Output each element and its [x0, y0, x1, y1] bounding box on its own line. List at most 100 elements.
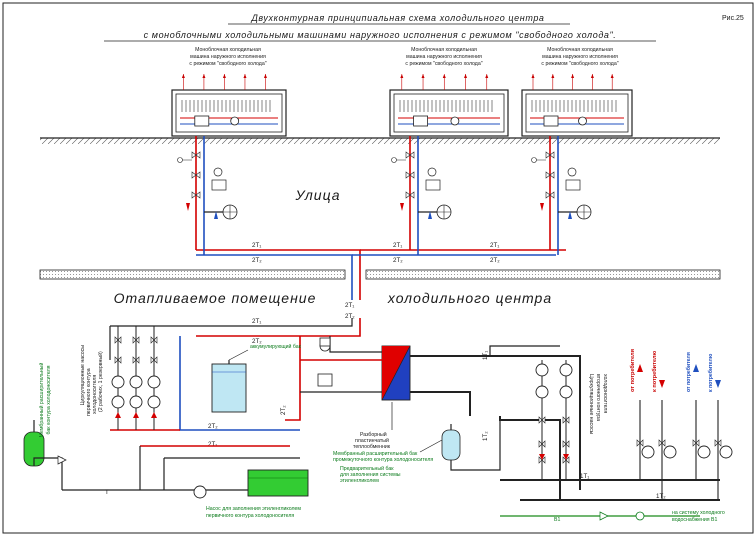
accumulating-tank	[211, 349, 249, 413]
valve-cross	[437, 205, 451, 219]
indoor-primary-pipes: 2Т₁ 2Т₂ 2Т₂ 2Т₁ 2Т₂	[109, 318, 361, 448]
right-col-label-3: от потребителя	[685, 352, 692, 392]
pump-motor-icon	[211, 179, 227, 191]
flow-arrow-icon	[693, 364, 699, 372]
fan-arrow-icon	[551, 74, 555, 78]
chiller-drop-3	[531, 136, 592, 255]
pipe-label-t2-riser: 2Т₂	[345, 313, 355, 320]
valve-icon	[191, 151, 201, 159]
unit-3-line-1: Моноблочная холодильная	[547, 47, 613, 53]
valve-icon	[562, 440, 570, 448]
fan-arrow-icon	[485, 74, 489, 78]
unit-1-line-3: с режимом "свободного холода"	[189, 61, 266, 67]
compressor-icon	[578, 116, 587, 126]
pipe-label-t1-b: 2Т₁	[393, 242, 402, 249]
pipe-label-1t1: 1Т₁	[580, 473, 589, 480]
membrane-left-line-1: Мембранный расширительный	[38, 363, 45, 438]
valve-icon	[714, 439, 722, 447]
pipe-label-t2-b: 2Т₂	[393, 257, 403, 264]
gauge-icon	[427, 167, 437, 177]
pipe-label-t: Т	[105, 489, 109, 496]
glycol-fill-system: Т	[62, 446, 309, 499]
chiller-inner-frame	[393, 93, 505, 133]
thermometer-icon	[177, 157, 183, 163]
indoor-supply-header	[196, 318, 361, 337]
pipe-label-t1-lower: 2Т₁	[208, 441, 217, 448]
pump-icon	[147, 395, 161, 409]
pipe-label-t2-lower: 2Т₂	[208, 423, 218, 430]
chiller-casing	[171, 89, 287, 137]
pipe-label-t1-a: 2Т₁	[252, 242, 261, 249]
fan-arrow-icon	[421, 74, 425, 78]
valve-icon	[545, 191, 555, 199]
secondary-pump-1	[535, 360, 549, 480]
roof-slab	[40, 138, 720, 144]
pump-icon	[535, 363, 549, 377]
cws-label-line-1: на систему холодного	[672, 510, 725, 516]
gauge-icon	[213, 167, 223, 177]
pump-motor-icon	[425, 179, 441, 191]
flow-arrow-icon	[637, 364, 643, 372]
fan-arrow-icon	[590, 74, 594, 78]
check-valve-cws-icon	[599, 511, 609, 521]
zone-outdoor-label: Улица	[294, 187, 340, 203]
fan-arrow-icon	[222, 74, 226, 78]
fan-arrow-icon	[243, 74, 247, 78]
unit-label-1: Моноблочная холодильная машина наружного…	[189, 47, 266, 67]
valve-icon	[545, 171, 555, 179]
chiller-drops	[177, 136, 592, 255]
flow-up-arrow-icon	[400, 203, 404, 211]
chiller-drop-1	[177, 136, 238, 255]
valve-icon	[658, 439, 666, 447]
primary-pump-3	[147, 326, 161, 430]
unit-1-line-2: машина наружного исполнения	[190, 54, 266, 60]
valve-icon	[114, 356, 122, 364]
pump-icon	[147, 375, 161, 389]
chiller-drop-2	[391, 136, 452, 255]
circ-pumps-right-line-2: вторичного контура	[595, 374, 601, 421]
chiller-casing	[521, 89, 633, 137]
circ-pumps-right-line-3: холодоносителя	[602, 374, 608, 413]
hx-label-line-1: Разборный	[360, 431, 387, 438]
pipe-label-indoor-t1: 2Т₁	[252, 318, 261, 325]
pipe-label-t1-c: 2Т₁	[490, 242, 499, 249]
hx-label-line-2: пластинчатый	[355, 437, 389, 444]
pump-icon	[111, 395, 125, 409]
consumer-branches	[636, 364, 733, 500]
title-line-2: с моноблочными холодильными машинами нар…	[144, 30, 617, 40]
compressor-icon	[450, 116, 460, 126]
valve-icon	[692, 439, 700, 447]
evaporator-icon	[194, 115, 210, 127]
primary-pump-hx	[317, 373, 333, 387]
valve-icon	[405, 151, 415, 159]
membrane-tank-left	[23, 420, 67, 490]
valve-cross	[223, 205, 237, 219]
pipe-label-1t1-vert: 1Т₁	[482, 351, 489, 360]
consumer-branch-3	[692, 364, 711, 480]
unit-label-3: Моноблочная холодильная машина наружного…	[541, 47, 618, 67]
cws-label-line-2: водоснабжения В1	[672, 517, 717, 523]
chiller-unit-1	[171, 74, 287, 137]
fan-arrow-icon	[531, 74, 535, 78]
fan-arrow-icon	[610, 74, 614, 78]
chiller-inner-frame	[525, 93, 629, 133]
pipe-label-t2-c: 2Т₂	[490, 257, 500, 264]
secondary-pump-2	[559, 360, 573, 480]
gauge-icon	[567, 167, 577, 177]
fill-pump-label-1: Насос для заполнения этиленгликолем	[206, 506, 301, 512]
consumer-branch-4	[714, 380, 733, 500]
unit-1-line-1: Моноблочная холодильная	[195, 47, 261, 53]
evaporator-icon	[413, 115, 429, 127]
unit-2-line-1: Моноблочная холодильная	[411, 47, 477, 53]
pipe-label-1t2-vert: 1Т₂	[482, 431, 489, 441]
unit-3-line-3: с режимом "свободного холода"	[541, 61, 618, 67]
fan-arrow-icon	[442, 74, 446, 78]
expansion-tank-secondary	[441, 420, 501, 471]
zone-indoor-left-label: Отапливаемое помещение	[114, 290, 317, 306]
consumer-branch-1	[636, 364, 655, 480]
pump-icon	[559, 385, 573, 399]
chiller-units	[171, 74, 633, 137]
